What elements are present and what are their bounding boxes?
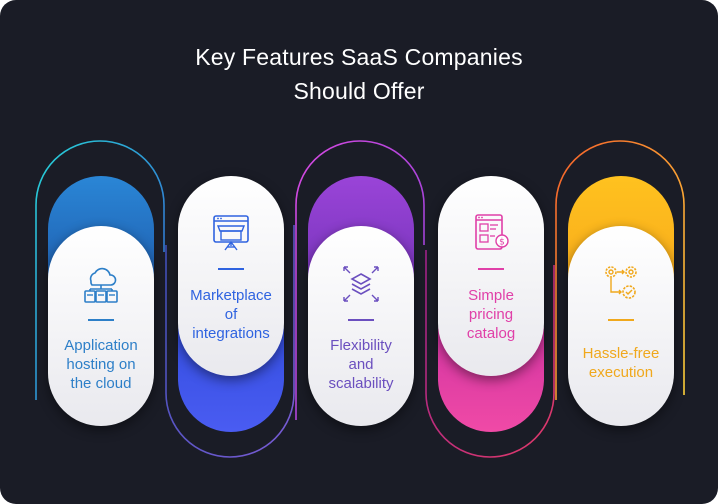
feature-card-marketplace: Marketplace of integrations <box>178 176 284 376</box>
title-line-1: Key Features SaaS Companies <box>195 44 523 70</box>
feature-label: Application hosting on the cloud <box>64 337 138 392</box>
divider-line <box>478 268 504 270</box>
title-line-2: Should Offer <box>293 78 425 104</box>
pricing-catalog-icon: $ <box>475 214 509 250</box>
svg-text:$: $ <box>499 238 505 248</box>
marketplace-store-icon <box>213 215 249 251</box>
feature-label: Flexibility and scalability <box>328 337 394 392</box>
feature-label: Hassle-free execution <box>582 345 660 381</box>
divider-line <box>348 319 374 321</box>
cloud-server-icon <box>84 267 118 303</box>
divider-line <box>608 319 634 321</box>
layers-expand-icon <box>343 266 379 302</box>
gears-workflow-icon <box>605 266 637 299</box>
divider-line <box>218 268 244 270</box>
feature-label: Simple pricing catalog <box>466 287 516 342</box>
feature-label: Marketplace of integrations <box>190 287 272 342</box>
divider-line <box>88 319 114 321</box>
page-title: Key Features SaaS Companies Should Offer <box>0 40 718 108</box>
feature-card-cloud-hosting: Application hosting on the cloud <box>48 226 154 426</box>
feature-card-flexibility: Flexibility and scalability <box>308 226 414 426</box>
feature-card-pricing: $ Simple pricing catalog <box>438 176 544 376</box>
feature-card-execution: Hassle-free execution <box>568 226 674 426</box>
